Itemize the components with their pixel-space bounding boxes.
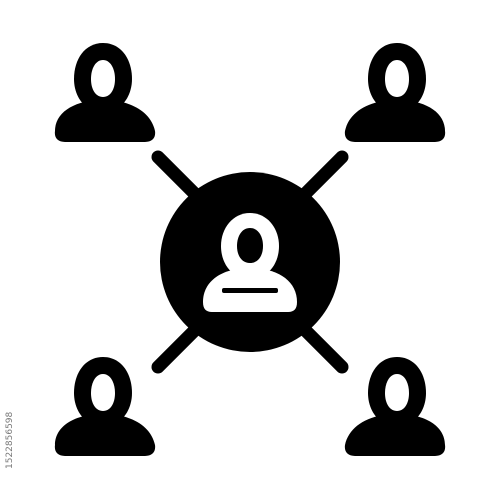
person-icon-top-left (54, 43, 156, 142)
person-icon-bottom-right (344, 357, 446, 456)
person-icon-bottom-left (54, 357, 156, 456)
person-icon-top-right (344, 43, 446, 142)
hub-person-details (222, 228, 278, 293)
stock-id-label: 1522856598 (5, 411, 15, 469)
